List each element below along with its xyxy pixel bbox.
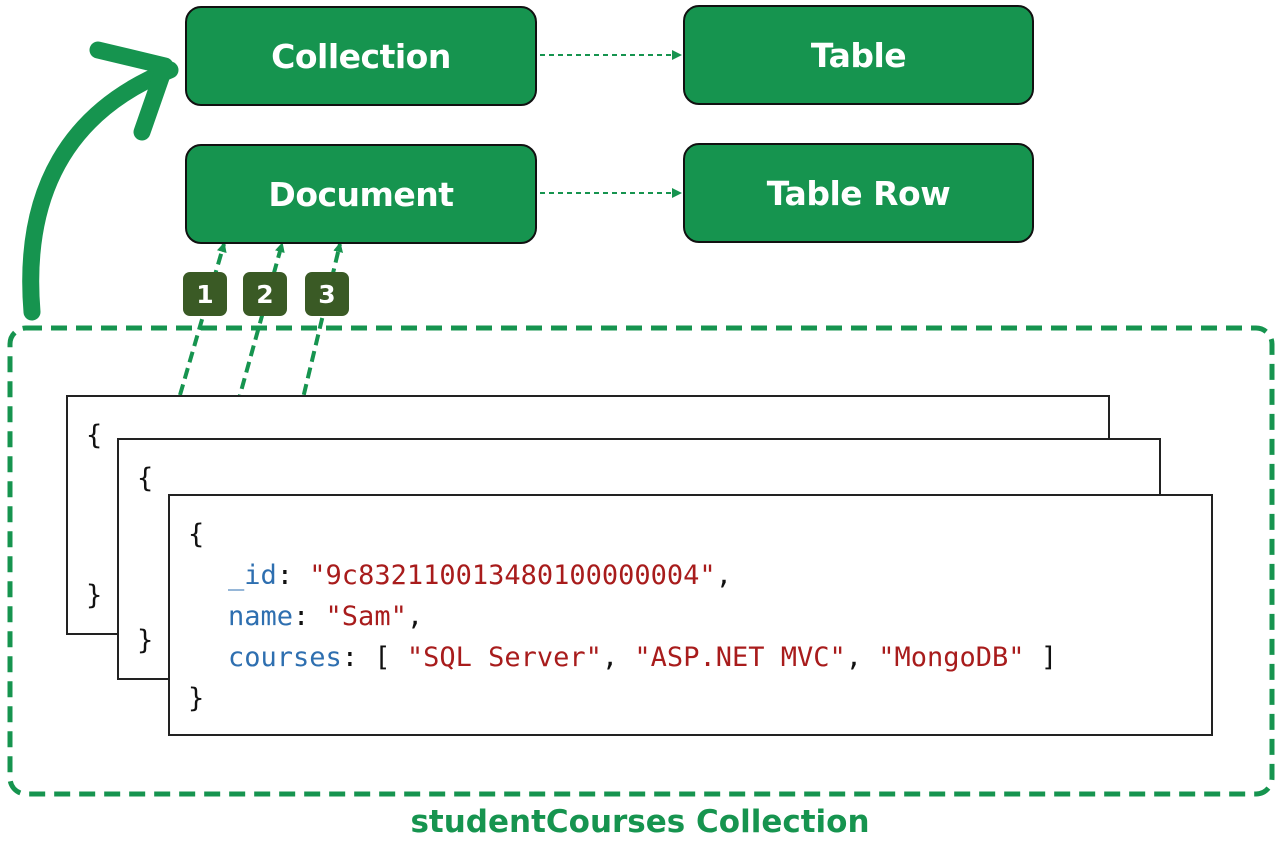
field-value: "Sam" [325, 601, 407, 632]
brace-close: } [188, 683, 205, 714]
comma: , [715, 560, 732, 591]
course-item: "ASP.NET MVC" [634, 642, 846, 673]
document-card-3: { _id: "9c832110013480100000004", name: … [168, 494, 1213, 736]
table-label: Table [810, 35, 907, 75]
doc1-link [178, 242, 227, 396]
table-box: Table [683, 5, 1034, 105]
brace-close: } [86, 580, 103, 611]
collection-container [7, 325, 1275, 797]
field-key: courses [228, 642, 342, 673]
collection-caption: studentCourses Collection [410, 804, 870, 840]
table-row-label: Table Row [766, 173, 951, 213]
brace-open: { [137, 463, 154, 494]
curved-arrow [22, 61, 179, 321]
collection-box: Collection [185, 6, 537, 106]
course-item: "MongoDB" [878, 642, 1025, 673]
curved-arrow-head [89, 41, 174, 141]
brace-open: { [188, 519, 205, 550]
field-courses: courses: [ "SQL Server", "ASP.NET MVC", … [228, 642, 1058, 673]
document-box: Document [185, 144, 537, 244]
brace-close: } [137, 625, 154, 656]
field-value: "9c832110013480100000004" [309, 560, 716, 591]
field-key: name [228, 601, 294, 632]
course-item: "SQL Server" [406, 642, 602, 673]
field-id: _id: "9c832110013480100000004", [228, 560, 732, 591]
badge-2: 2 [243, 272, 287, 316]
document-label: Document [268, 174, 454, 214]
collection-label: Collection [271, 36, 451, 76]
brace-open: { [86, 420, 103, 451]
table-row-box: Table Row [683, 143, 1034, 243]
comma: , [406, 601, 424, 632]
field-key: _id [228, 560, 277, 591]
badge-1: 1 [183, 272, 227, 316]
field-name: name: "Sam", [228, 601, 424, 632]
badge-3: 3 [305, 272, 349, 316]
